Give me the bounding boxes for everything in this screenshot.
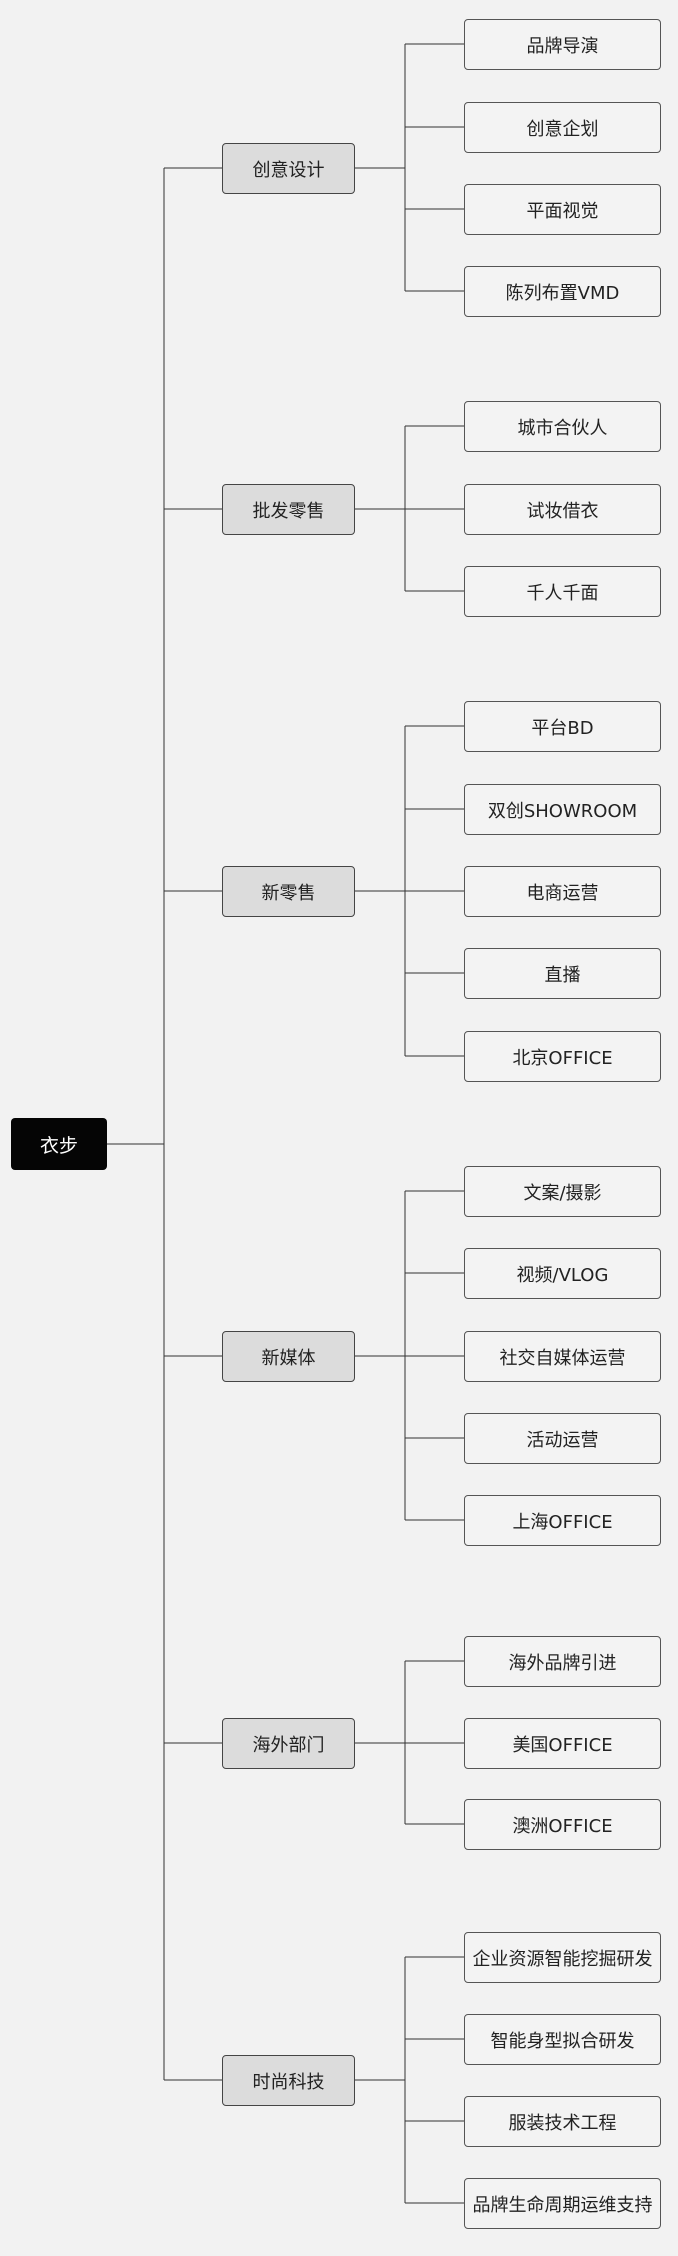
branch-node-overseas[interactable]: 海外部门: [222, 1718, 355, 1769]
leaf-node[interactable]: 智能身型拟合研发: [464, 2014, 661, 2065]
branch-node-new-media[interactable]: 新媒体: [222, 1331, 355, 1382]
leaf-node[interactable]: 平台BD: [464, 701, 661, 752]
leaf-node[interactable]: 上海OFFICE: [464, 1495, 661, 1546]
leaf-node[interactable]: 服装技术工程: [464, 2096, 661, 2147]
leaf-node[interactable]: 直播: [464, 948, 661, 999]
leaf-node[interactable]: 千人千面: [464, 566, 661, 617]
leaf-node[interactable]: 电商运营: [464, 866, 661, 917]
branch-node-wholesale-retail[interactable]: 批发零售: [222, 484, 355, 535]
root-node[interactable]: 衣步: [11, 1118, 107, 1170]
leaf-node[interactable]: 创意企划: [464, 102, 661, 153]
leaf-node[interactable]: 活动运营: [464, 1413, 661, 1464]
branch-node-fashion-tech[interactable]: 时尚科技: [222, 2055, 355, 2106]
leaf-node[interactable]: 视频/VLOG: [464, 1248, 661, 1299]
leaf-node[interactable]: 文案/摄影: [464, 1166, 661, 1217]
leaf-node[interactable]: 城市合伙人: [464, 401, 661, 452]
leaf-node[interactable]: 陈列布置VMD: [464, 266, 661, 317]
leaf-node[interactable]: 品牌导演: [464, 19, 661, 70]
leaf-node[interactable]: 北京OFFICE: [464, 1031, 661, 1082]
leaf-node[interactable]: 品牌生命周期运维支持: [464, 2178, 661, 2229]
leaf-node[interactable]: 海外品牌引进: [464, 1636, 661, 1687]
leaf-node[interactable]: 双创SHOWROOM: [464, 784, 661, 835]
leaf-node[interactable]: 平面视觉: [464, 184, 661, 235]
leaf-node[interactable]: 美国OFFICE: [464, 1718, 661, 1769]
branch-node-new-retail[interactable]: 新零售: [222, 866, 355, 917]
leaf-node[interactable]: 澳洲OFFICE: [464, 1799, 661, 1850]
branch-node-creative-design[interactable]: 创意设计: [222, 143, 355, 194]
leaf-node[interactable]: 企业资源智能挖掘研发: [464, 1932, 661, 1983]
leaf-node[interactable]: 社交自媒体运营: [464, 1331, 661, 1382]
leaf-node[interactable]: 试妆借衣: [464, 484, 661, 535]
